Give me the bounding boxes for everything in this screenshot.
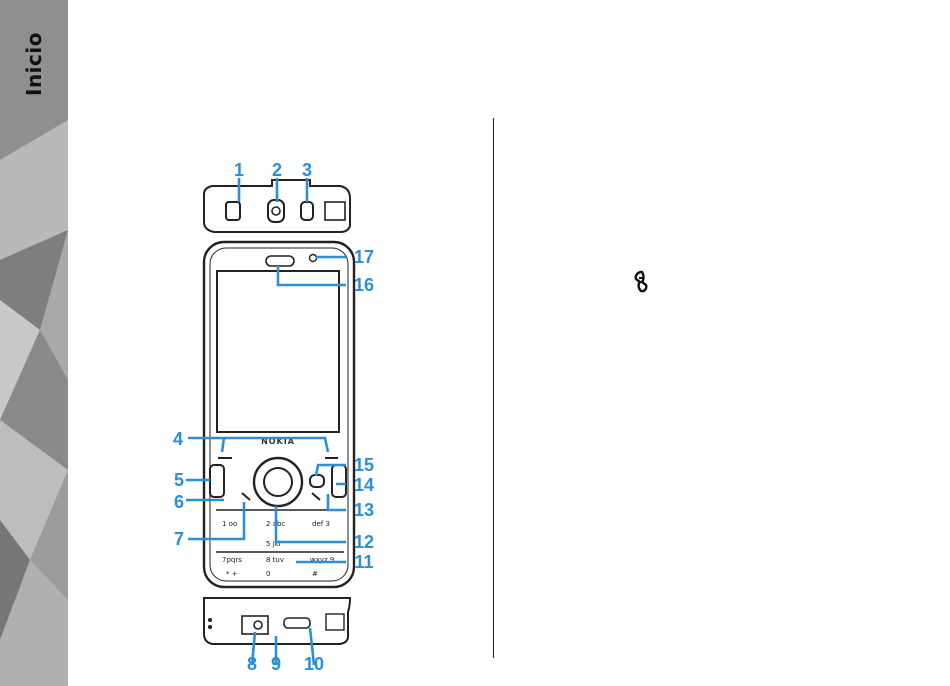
column-divider bbox=[493, 118, 494, 658]
callout-15: 15 bbox=[354, 455, 374, 475]
key-1: 1 oo bbox=[222, 520, 237, 528]
top-key-3 bbox=[301, 202, 313, 220]
callout-2: 2 bbox=[272, 160, 282, 180]
callout-6: 6 bbox=[174, 492, 184, 512]
nseries-logo-icon bbox=[632, 270, 650, 294]
callout-8: 8 bbox=[247, 654, 257, 674]
key-7: 7pqrs bbox=[222, 556, 242, 564]
phone-diagram: NOKIA 1 oo 2 abc def 3 5 jkl 7pqrs 8 tuv… bbox=[160, 150, 400, 680]
menu-key bbox=[310, 475, 324, 487]
callout-12: 12 bbox=[354, 532, 374, 552]
section-title: Inicio bbox=[4, 24, 64, 104]
callout-17: 17 bbox=[354, 247, 374, 267]
left-soft-key bbox=[210, 465, 224, 497]
callout-9: 9 bbox=[271, 654, 281, 674]
section-title-text: Inicio bbox=[22, 32, 46, 96]
usb-connector bbox=[284, 618, 310, 628]
section-sidebar: Inicio bbox=[0, 0, 68, 686]
callout-13: 13 bbox=[354, 500, 374, 520]
callout-5: 5 bbox=[174, 470, 184, 490]
callout-14: 14 bbox=[354, 475, 374, 495]
callout-10: 10 bbox=[304, 654, 324, 674]
callout-3: 3 bbox=[302, 160, 312, 180]
key-0: 0 bbox=[266, 570, 270, 578]
key-8: 8 tuv bbox=[266, 556, 284, 564]
display-screen bbox=[217, 271, 339, 432]
callout-16: 16 bbox=[354, 275, 374, 295]
select-key bbox=[264, 468, 292, 496]
key-hash: # bbox=[312, 570, 318, 578]
top-key-2 bbox=[268, 200, 284, 222]
callout-1: 1 bbox=[234, 160, 244, 180]
top-key-1 bbox=[226, 202, 240, 220]
right-soft-key bbox=[332, 465, 346, 497]
callout-4: 4 bbox=[173, 429, 183, 449]
callout-7: 7 bbox=[174, 529, 184, 549]
key-star: * + bbox=[226, 570, 238, 578]
phone-front-view: NOKIA 1 oo 2 abc def 3 5 jkl 7pqrs 8 tuv… bbox=[204, 242, 354, 587]
key-3: def 3 bbox=[312, 520, 330, 528]
charger-connector bbox=[242, 616, 268, 634]
callout-11: 11 bbox=[354, 552, 373, 572]
